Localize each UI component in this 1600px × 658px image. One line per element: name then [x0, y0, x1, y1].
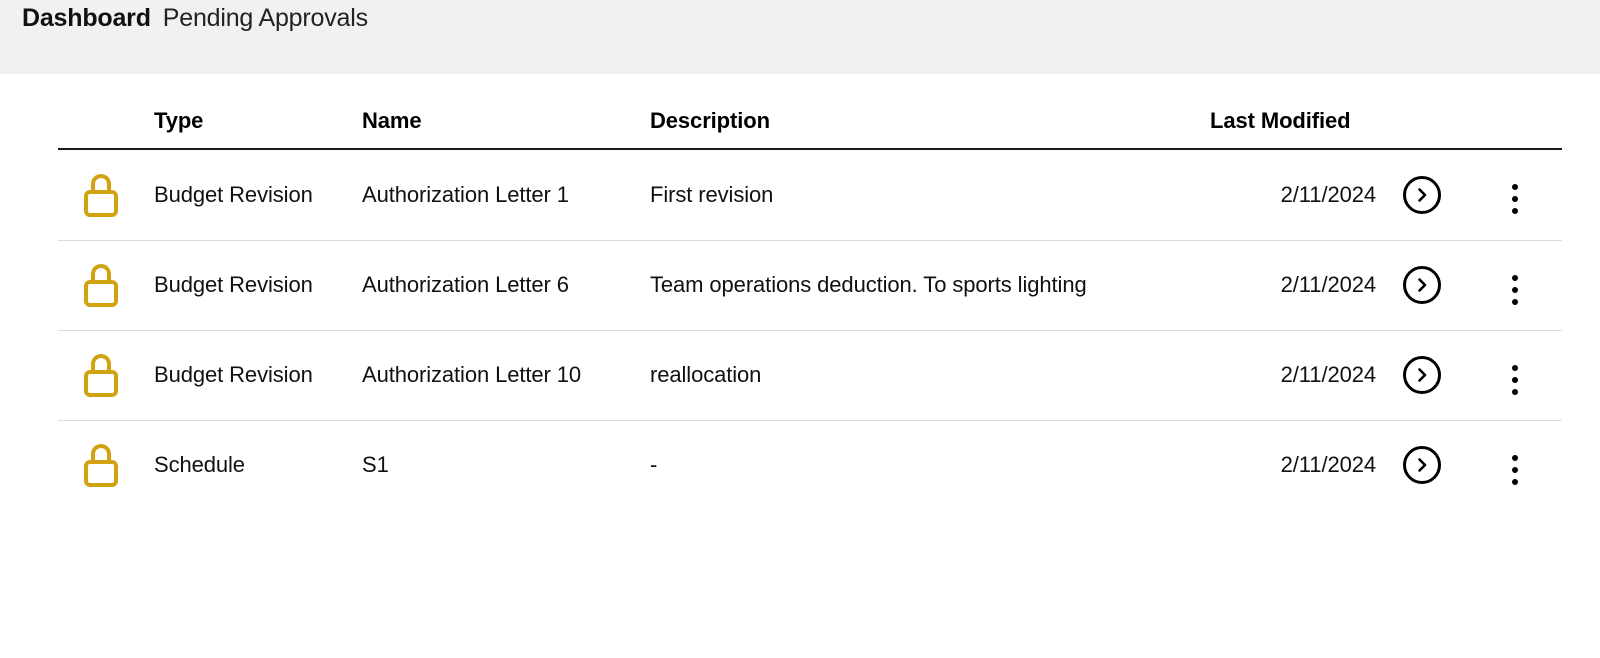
column-header-description[interactable]: Description: [650, 108, 770, 133]
cell-type: Budget Revision: [154, 181, 313, 207]
main-content: Type Name Description Last Modified Budg…: [0, 74, 1600, 510]
kebab-menu-icon[interactable]: [1500, 270, 1530, 310]
open-row-cell: [1376, 240, 1468, 330]
cell-description: Team operations deduction. To sports lig…: [650, 272, 1087, 297]
pending-approvals-table: Type Name Description Last Modified Budg…: [58, 74, 1562, 510]
table-header: Type Name Description Last Modified: [58, 74, 1562, 150]
row-icon-cell: [58, 420, 154, 510]
chevron-right-circle-icon[interactable]: [1403, 175, 1441, 214]
column-header-actions: [1468, 74, 1562, 148]
breadcrumb: Dashboard Pending Approvals: [0, 0, 368, 36]
table-row[interactable]: Budget Revision Authorization Letter 1 F…: [58, 150, 1562, 240]
cell-last-modified: 2/11/2024: [1280, 362, 1376, 387]
table-row[interactable]: Schedule S1 - 2/11/2024: [58, 420, 1562, 510]
row-actions-cell: [1468, 240, 1562, 330]
cell-type: Budget Revision: [154, 272, 313, 297]
kebab-menu-icon[interactable]: [1500, 360, 1530, 400]
cell-type: Budget Revision: [154, 362, 313, 387]
cell-description: First revision: [650, 181, 774, 207]
cell-type: Schedule: [154, 452, 245, 478]
table-row[interactable]: Budget Revision Authorization Letter 10 …: [58, 330, 1562, 420]
column-header-name[interactable]: Name: [362, 108, 422, 133]
cell-last-modified: 2/11/2024: [1280, 181, 1376, 207]
table-row[interactable]: Budget Revision Authorization Letter 6 T…: [58, 240, 1562, 330]
row-actions-cell: [1468, 330, 1562, 420]
cell-name: Authorization Letter 6: [362, 272, 569, 297]
open-row-cell: [1376, 420, 1468, 510]
lock-icon: [84, 443, 118, 488]
chevron-right-circle-icon[interactable]: [1403, 266, 1441, 304]
cell-name: Authorization Letter 10: [362, 362, 582, 387]
breadcrumb-item-dashboard[interactable]: Dashboard: [22, 4, 151, 32]
column-header-icon: [58, 74, 154, 148]
row-actions-cell: [1468, 420, 1562, 510]
row-icon-cell: [58, 150, 154, 240]
column-header-last-modified[interactable]: Last Modified: [1210, 108, 1351, 133]
table-header-rule: [58, 148, 1562, 150]
cell-last-modified: 2/11/2024: [1280, 272, 1376, 297]
lock-icon: [84, 353, 118, 397]
table-body: Budget Revision Authorization Letter 1 F…: [58, 150, 1562, 510]
cell-name: S1: [362, 452, 389, 478]
lock-icon: [84, 173, 118, 217]
open-row-cell: [1376, 150, 1468, 240]
header-divider: [58, 148, 1562, 150]
row-actions-cell: [1468, 150, 1562, 240]
kebab-menu-icon[interactable]: [1500, 179, 1530, 219]
column-header-open: [1376, 74, 1468, 148]
cell-name: Authorization Letter 1: [362, 181, 569, 207]
row-icon-cell: [58, 330, 154, 420]
cell-description: reallocation: [650, 362, 762, 387]
open-row-cell: [1376, 330, 1468, 420]
row-icon-cell: [58, 240, 154, 330]
table-header-row: Type Name Description Last Modified: [58, 74, 1562, 148]
chevron-right-circle-icon[interactable]: [1403, 446, 1441, 485]
top-header-bar: Dashboard Pending Approvals: [0, 0, 1600, 74]
cell-description: -: [650, 452, 658, 478]
kebab-menu-icon[interactable]: [1500, 450, 1530, 490]
chevron-right-circle-icon[interactable]: [1403, 356, 1441, 394]
breadcrumb-item-pending-approvals: Pending Approvals: [162, 4, 368, 32]
cell-last-modified: 2/11/2024: [1280, 452, 1376, 478]
column-header-type[interactable]: Type: [154, 108, 204, 133]
lock-icon: [84, 263, 118, 307]
